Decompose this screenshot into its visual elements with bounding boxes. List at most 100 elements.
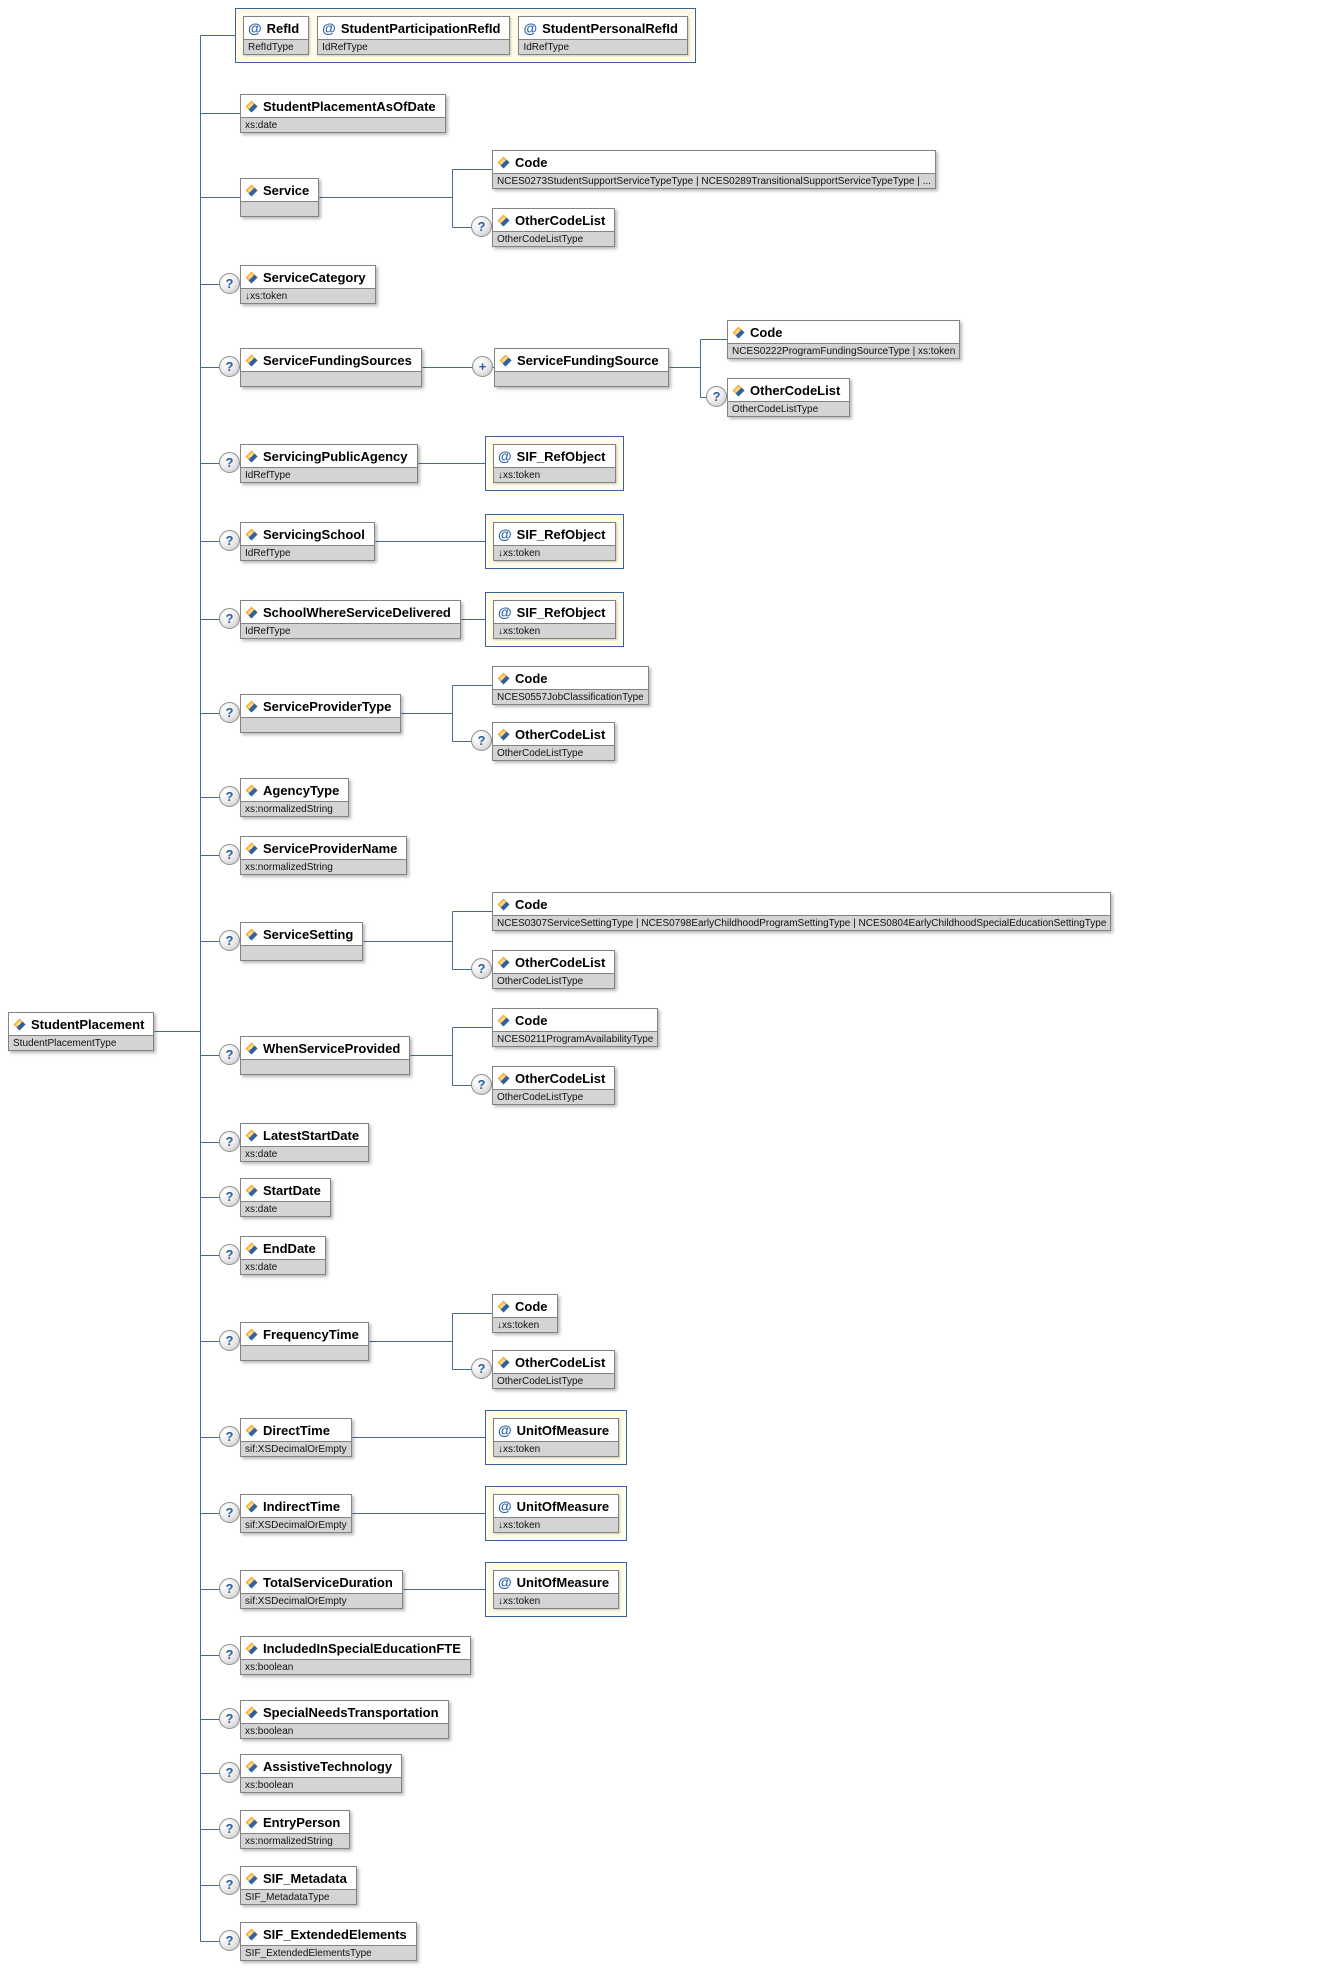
element-icon <box>497 728 510 741</box>
box-name: StudentPlacement <box>31 1016 145 1032</box>
element-box-Code[interactable]: Code↓xs:token <box>492 1294 558 1333</box>
box-name: LatestStartDate <box>263 1127 360 1143</box>
box-type: ↓xs:token <box>498 469 541 481</box>
element-box-ServiceSetting[interactable]: ServiceSetting <box>240 922 364 961</box>
box-header: WhenServiceProvided <box>241 1037 409 1059</box>
box-name: SchoolWhereServiceDelivered <box>263 604 451 620</box>
element-icon <box>245 1816 258 1829</box>
attribute-box-UnitOfMeasure[interactable]: @UnitOfMeasure↓xs:token <box>493 1494 620 1533</box>
box-header: StartDate <box>241 1179 330 1201</box>
box-header: OtherCodeList <box>493 1067 614 1089</box>
repeat-badge: + <box>472 356 493 377</box>
box-header: @StudentParticipationRefId <box>318 17 509 39</box>
attribute-icon: @ <box>498 448 512 464</box>
attribute-box-UnitOfMeasure[interactable]: @UnitOfMeasure↓xs:token <box>493 1418 620 1457</box>
attribute-box-SIF_RefObject[interactable]: @SIF_RefObject↓xs:token <box>493 522 616 561</box>
box-name: SIF_Metadata <box>263 1870 347 1886</box>
box-name: OtherCodeList <box>515 1070 606 1086</box>
element-box-WhenServiceProvided[interactable]: WhenServiceProvided <box>240 1036 411 1075</box>
attribute-icon: @ <box>523 20 538 36</box>
element-icon <box>245 450 258 463</box>
optional-badge: ? <box>471 958 492 979</box>
element-box-FrequencyTime[interactable]: FrequencyTime <box>240 1322 369 1361</box>
box-name: ServiceProviderType <box>263 698 392 714</box>
box-name: StartDate <box>263 1182 321 1198</box>
element-icon <box>245 784 258 797</box>
box-type: xs:boolean <box>245 1779 294 1791</box>
box-type-row: ↓xs:token <box>494 1517 619 1532</box>
box-name: OtherCodeList <box>515 726 606 742</box>
box-name: UnitOfMeasure <box>516 1422 610 1438</box>
element-box-ServiceProviderType[interactable]: ServiceProviderType <box>240 694 402 733</box>
optional-badge: ? <box>219 530 240 551</box>
box-type: ↓xs:token <box>498 625 541 637</box>
box-header: SIF_ExtendedElements <box>241 1923 416 1945</box>
box-name: EndDate <box>263 1240 316 1256</box>
box-type: sif:XSDecimalOrEmpty <box>245 1443 347 1455</box>
box-type-row: xs:normalizedString <box>241 801 349 816</box>
element-icon <box>497 956 510 969</box>
element-icon <box>245 1242 258 1255</box>
element-box-ServiceFundingSources[interactable]: ServiceFundingSources <box>240 348 422 387</box>
element-icon <box>497 1300 510 1313</box>
element-icon <box>732 326 745 339</box>
element-box-Service[interactable]: Service <box>240 178 320 217</box>
optional-badge: ? <box>706 386 727 407</box>
attribute-box-SIF_RefObject[interactable]: @SIF_RefObject↓xs:token <box>493 600 616 639</box>
box-type: OtherCodeListType <box>497 233 584 245</box>
box-header: IncludedInSpecialEducationFTE <box>241 1637 470 1659</box>
attribute-box-SIF_RefObject[interactable]: @SIF_RefObject↓xs:token <box>493 444 616 483</box>
box-name: Code <box>515 1298 548 1314</box>
box-type: IdRefType <box>245 469 291 481</box>
box-type-row <box>241 717 401 732</box>
box-type: NCES0307ServiceSettingType | NCES0798Ear… <box>497 917 1107 929</box>
attribute-box-UnitOfMeasure[interactable]: @UnitOfMeasure↓xs:token <box>493 1570 620 1609</box>
box-type-row: StudentPlacementType <box>9 1035 154 1050</box>
box-header: SIF_Metadata <box>241 1867 356 1889</box>
box-name: ServiceFundingSources <box>263 352 412 368</box>
box-header: IndirectTime <box>241 1495 351 1517</box>
element-box-ServiceFundingSource[interactable]: ServiceFundingSource <box>494 348 669 387</box>
box-header: @SIF_RefObject <box>494 523 615 545</box>
attribute-icon: @ <box>498 1574 512 1590</box>
element-box-ServiceCategory[interactable]: ServiceCategory↓xs:token <box>240 265 376 304</box>
box-header: TotalServiceDuration <box>241 1571 402 1593</box>
box-type-row: IdRefType <box>241 545 374 560</box>
box-type: ↓xs:token <box>498 1443 541 1455</box>
optional-badge: ? <box>219 844 240 865</box>
